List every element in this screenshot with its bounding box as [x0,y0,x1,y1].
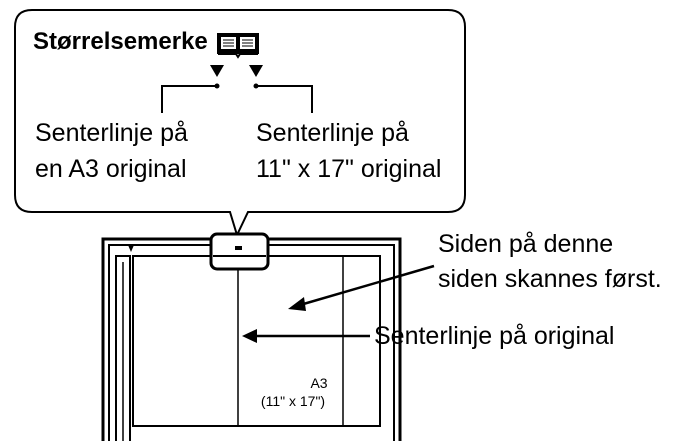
a3-centerline-label-1: Senterlinje på [35,119,188,147]
book-icon [217,33,259,59]
size-marker-highlight [209,232,270,271]
centerline-arrow [242,329,370,343]
scan-first-label-2: siden skannes først. [438,265,662,293]
ledger-centerline-label-1: Senterlinje på [256,119,409,147]
callout-bubble [14,9,466,238]
a3-leader-line [161,85,217,113]
size-marker-title: Størrelsemerke [33,28,208,55]
ledger-centerline-label-2: 11" x 17" original [256,155,441,183]
ledger-leader-line [256,85,313,113]
original-size-label-1: A3 [310,375,327,391]
a3-centerline-marker [210,65,224,77]
a3-centerline-label-2: en A3 original [35,155,187,183]
ledger-centerline-marker [249,65,263,77]
original-size-label-2: (11" x 17") [261,393,325,409]
corner-marker-icon [128,245,134,252]
original-centerline-label: Senterlinje på original [374,322,614,350]
scan-first-arrow [288,264,435,311]
scan-first-label-1: Siden på denne [438,230,613,258]
